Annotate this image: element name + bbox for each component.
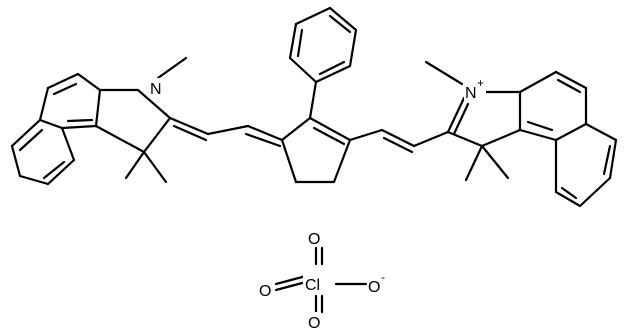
left-pyrrole-ring	[94, 56, 188, 184]
chlorine-label: Cl	[305, 277, 320, 294]
svg-text:N: N	[150, 81, 162, 98]
perchlorate-bonds	[274, 246, 368, 314]
negative-charge: -	[381, 270, 385, 284]
svg-text:N: N	[465, 85, 477, 102]
oxygen-bottom-label: O	[308, 315, 320, 332]
positive-charge: +	[477, 76, 484, 90]
cyclopentene-ring	[280, 116, 352, 184]
left-naphthalene-ring	[10, 72, 102, 186]
oxygen-left-label: O	[259, 283, 271, 300]
phenyl-ring	[288, 6, 358, 120]
left-nitrogen-label: N	[149, 78, 163, 98]
oxygen-top-label: O	[308, 231, 320, 248]
right-nitrogen-label: N +	[464, 76, 486, 102]
right-methine-chain	[348, 128, 450, 154]
right-naphthalene-ring	[518, 70, 618, 208]
perchlorate-labels: Cl O O O O -	[258, 228, 387, 332]
right-pyrrolium-ring	[424, 60, 522, 182]
left-methine-chain	[168, 116, 284, 148]
oxygen-right-label: O	[368, 279, 380, 296]
